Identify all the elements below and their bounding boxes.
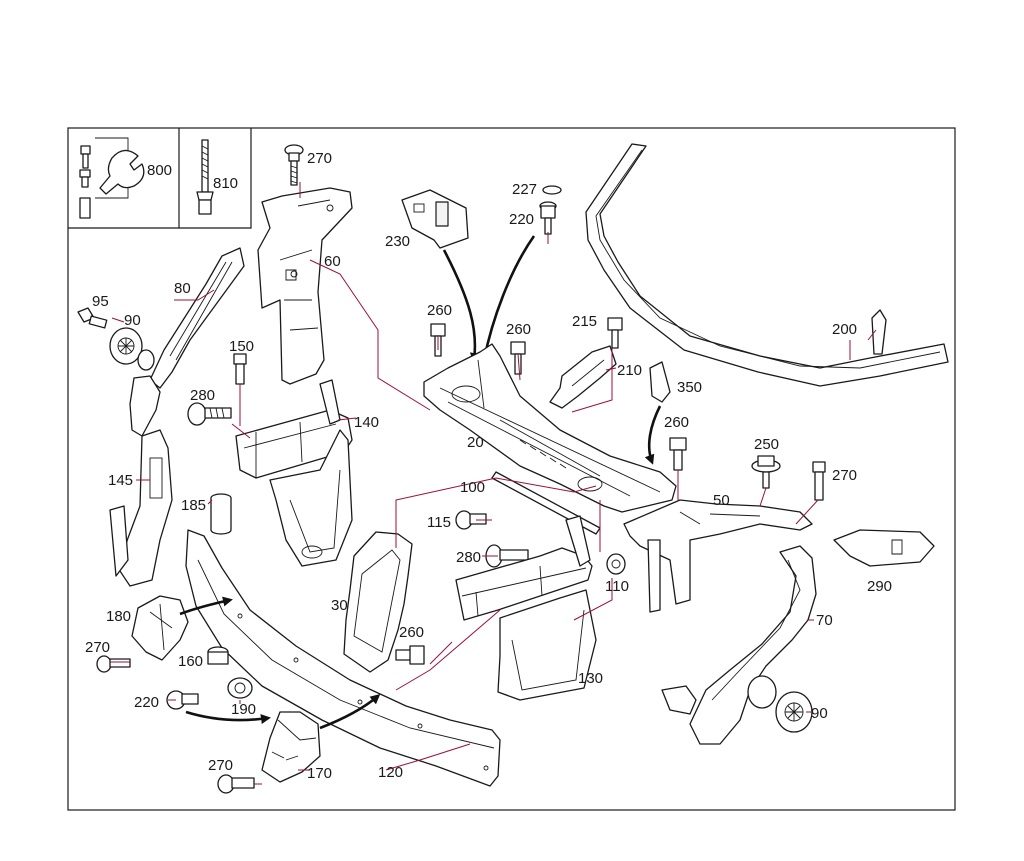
bolt-260-d — [395, 645, 425, 665]
bolt-270-lower-left — [96, 655, 131, 673]
callout-185: 185 — [181, 497, 206, 514]
callout-145: 145 — [108, 472, 133, 489]
callout-215: 215 — [572, 313, 597, 330]
bolt-270-top — [284, 144, 304, 186]
bracket-50 — [623, 499, 813, 613]
callout-350: 350 — [677, 379, 702, 396]
callout-170: 170 — [307, 765, 332, 782]
callout-260-b: 260 — [506, 321, 531, 338]
callout-160: 160 — [178, 653, 203, 670]
bolt-270-right — [812, 461, 826, 501]
callout-270-bottom: 270 — [208, 757, 233, 774]
callout-100: 100 — [460, 479, 485, 496]
clip-350 — [649, 361, 671, 403]
callout-260-a: 260 — [427, 302, 452, 319]
callout-180: 180 — [106, 608, 131, 625]
cover-290 — [833, 529, 935, 567]
callout-80: 80 — [174, 280, 191, 297]
diagram-frame — [67, 127, 956, 811]
clip-190 — [227, 677, 253, 699]
callout-95: 95 — [92, 293, 109, 310]
arrow-180-to-beam — [179, 596, 233, 616]
cross-bar-200 — [585, 143, 949, 387]
arrow-170-to-beam — [319, 694, 381, 730]
bolt-95 — [77, 307, 108, 329]
pin-220-lower — [166, 690, 199, 710]
callout-130: 130 — [578, 670, 603, 687]
bolt-215 — [607, 317, 623, 349]
inset-810-rivet — [196, 139, 214, 215]
callout-260-c: 260 — [664, 414, 689, 431]
callout-800: 800 — [147, 162, 172, 179]
callout-220-top: 220 — [509, 211, 534, 228]
side-bracket-145 — [109, 429, 173, 587]
callout-270-top: 270 — [307, 150, 332, 167]
arrow-350 — [644, 405, 662, 465]
inset-800-fastener-set — [79, 137, 145, 219]
upright-bracket-60 — [257, 187, 353, 385]
callout-270-lower-left: 270 — [85, 639, 110, 656]
callout-140: 140 — [354, 414, 379, 431]
callout-20: 20 — [467, 434, 484, 451]
callout-50: 50 — [713, 492, 730, 509]
callout-220-lower: 220 — [134, 694, 159, 711]
bracket-180 — [131, 595, 189, 661]
inset-box-divider — [68, 128, 252, 229]
callout-200: 200 — [832, 321, 857, 338]
callout-110: 110 — [605, 578, 629, 595]
bolt-270-bottom — [217, 774, 255, 794]
callout-270-right: 270 — [832, 467, 857, 484]
bolt-115 — [455, 510, 487, 530]
arm-bracket-70 — [661, 545, 817, 745]
callout-810: 810 — [213, 175, 238, 192]
callout-70: 70 — [816, 612, 833, 629]
callout-230: 230 — [385, 233, 410, 250]
callout-labels: 800 810 270 60 80 95 90 150 280 140 145 … — [85, 150, 892, 782]
bolt-280-left — [187, 402, 232, 426]
crash-box-130 — [455, 515, 597, 701]
nut-160 — [207, 646, 229, 665]
seal-227 — [542, 185, 562, 195]
bracket-30 — [343, 531, 413, 673]
nut-110 — [606, 553, 626, 575]
sensor-230 — [401, 189, 469, 249]
callout-90-right: 90 — [811, 705, 828, 722]
arrow-220-to-crossmember — [480, 235, 536, 363]
callout-280-left: 280 — [190, 387, 215, 404]
pin-220-top — [539, 201, 557, 235]
callout-150: 150 — [229, 338, 254, 355]
bumper-beam-120 — [185, 529, 501, 787]
crossmember-20 — [423, 343, 677, 513]
callout-120: 120 — [378, 764, 403, 781]
arrow-220-to-170 — [185, 710, 271, 724]
arm-bracket-80 — [129, 247, 245, 437]
callout-260-d: 260 — [399, 624, 424, 641]
callout-60: 60 — [324, 253, 341, 270]
callout-190: 190 — [231, 701, 256, 718]
bolt-150 — [233, 353, 247, 385]
bushing-90-left — [109, 327, 155, 371]
callout-250: 250 — [754, 436, 779, 453]
nut-250 — [751, 455, 781, 489]
callout-210: 210 — [617, 362, 642, 379]
callout-30: 30 — [331, 597, 348, 614]
callout-290: 290 — [867, 578, 892, 595]
callout-115: 115 — [427, 514, 451, 531]
bracket-210 — [549, 345, 617, 409]
bracket-170 — [261, 711, 321, 783]
callout-280-right: 280 — [456, 549, 481, 566]
callout-90-left: 90 — [124, 312, 141, 329]
leader-lines — [110, 182, 877, 785]
crash-box-140 — [235, 379, 353, 567]
callout-227: 227 — [512, 181, 537, 198]
bushing-90-right — [747, 675, 813, 733]
arrow-230-to-crossmember — [442, 249, 480, 363]
spacer-185 — [210, 493, 232, 535]
bolt-260-c — [669, 437, 687, 471]
